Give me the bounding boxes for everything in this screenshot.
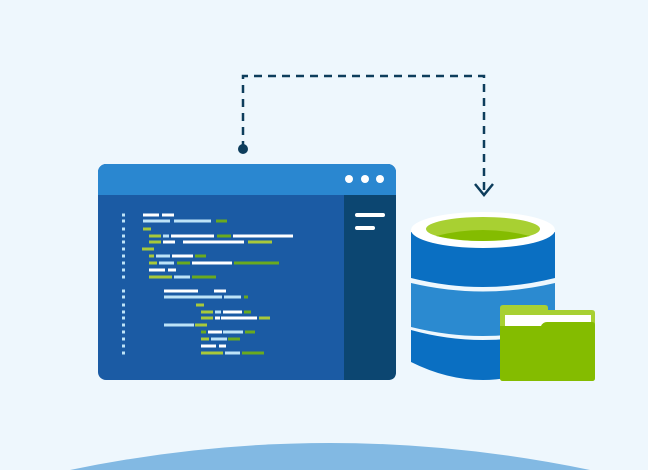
- code-token: [228, 337, 240, 341]
- line-number-marker: [122, 310, 125, 314]
- code-token: [168, 268, 176, 272]
- code-token: [223, 310, 242, 314]
- code-token: [196, 303, 204, 307]
- code-token: [177, 261, 190, 265]
- line-number-marker: [122, 247, 125, 251]
- code-token: [149, 275, 172, 279]
- code-token: [143, 213, 159, 217]
- code-token: [201, 344, 216, 348]
- code-token: [215, 316, 220, 320]
- code-token: [201, 316, 213, 320]
- code-token: [201, 330, 206, 334]
- code-token: [201, 351, 223, 355]
- code-token: [149, 234, 161, 238]
- sidebar-line: [355, 226, 375, 230]
- sidebar-line: [355, 213, 385, 217]
- code-token: [149, 240, 161, 244]
- code-token: [248, 240, 272, 244]
- code-token: [217, 234, 231, 238]
- line-number-marker: [122, 227, 125, 231]
- line-number-marker: [122, 261, 125, 265]
- code-token: [195, 323, 207, 327]
- code-token: [201, 310, 213, 314]
- code-token: [242, 351, 264, 355]
- code-token: [244, 295, 248, 299]
- code-token: [192, 261, 232, 265]
- code-token: [233, 234, 293, 238]
- code-editor-window: [98, 164, 396, 380]
- code-lines: [122, 213, 293, 355]
- code-token: [244, 310, 251, 314]
- code-token: [223, 330, 243, 334]
- line-number-marker: [122, 289, 125, 293]
- code-token: [143, 219, 170, 223]
- line-number-marker: [122, 295, 125, 299]
- line-number-marker: [122, 323, 125, 327]
- code-token: [211, 337, 227, 341]
- code-token: [224, 295, 241, 299]
- code-token: [195, 254, 206, 258]
- folder-icon: [500, 305, 595, 381]
- window-dot-icon: [361, 175, 369, 183]
- code-token: [215, 310, 221, 314]
- line-number-marker: [122, 344, 125, 348]
- code-token: [159, 261, 174, 265]
- line-number-marker: [122, 234, 125, 238]
- code-token: [163, 240, 175, 244]
- code-token: [174, 219, 211, 223]
- code-token: [163, 234, 169, 238]
- line-number-marker: [122, 351, 125, 355]
- code-token: [164, 323, 194, 327]
- line-number-marker: [122, 240, 125, 244]
- code-token: [156, 254, 170, 258]
- line-number-marker: [122, 330, 125, 334]
- code-token: [221, 316, 257, 320]
- code-token: [149, 261, 157, 265]
- code-token: [219, 344, 226, 348]
- window-dot-icon: [345, 175, 353, 183]
- ground-arc: [70, 443, 590, 470]
- line-number-marker: [122, 316, 125, 320]
- code-token: [142, 247, 154, 251]
- code-token: [149, 268, 165, 272]
- code-token: [225, 351, 240, 355]
- code-token: [201, 337, 209, 341]
- code-token: [259, 316, 270, 320]
- line-number-marker: [122, 337, 125, 341]
- line-number-marker: [122, 275, 125, 279]
- code-token: [164, 295, 222, 299]
- code-token: [162, 213, 174, 217]
- line-number-marker: [122, 303, 125, 307]
- line-number-marker: [122, 268, 125, 272]
- code-token: [149, 254, 154, 258]
- code-token: [171, 234, 214, 238]
- code-token: [234, 261, 279, 265]
- dashed-arrow-connector: [238, 74, 494, 197]
- code-token: [208, 330, 222, 334]
- sidebar-panel: [344, 195, 396, 380]
- connector-dashed-line: [241, 74, 486, 192]
- arrow-down-icon: [474, 183, 494, 197]
- code-token: [183, 240, 244, 244]
- code-token: [174, 275, 190, 279]
- code-token: [164, 289, 198, 293]
- code-token: [245, 330, 255, 334]
- window-dot-icon: [376, 175, 384, 183]
- code-token: [214, 289, 226, 293]
- code-token: [216, 219, 227, 223]
- line-number-marker: [122, 213, 125, 217]
- code-token: [172, 254, 193, 258]
- line-number-marker: [122, 254, 125, 258]
- code-token: [143, 227, 151, 231]
- line-number-marker: [122, 219, 125, 223]
- code-token: [192, 275, 216, 279]
